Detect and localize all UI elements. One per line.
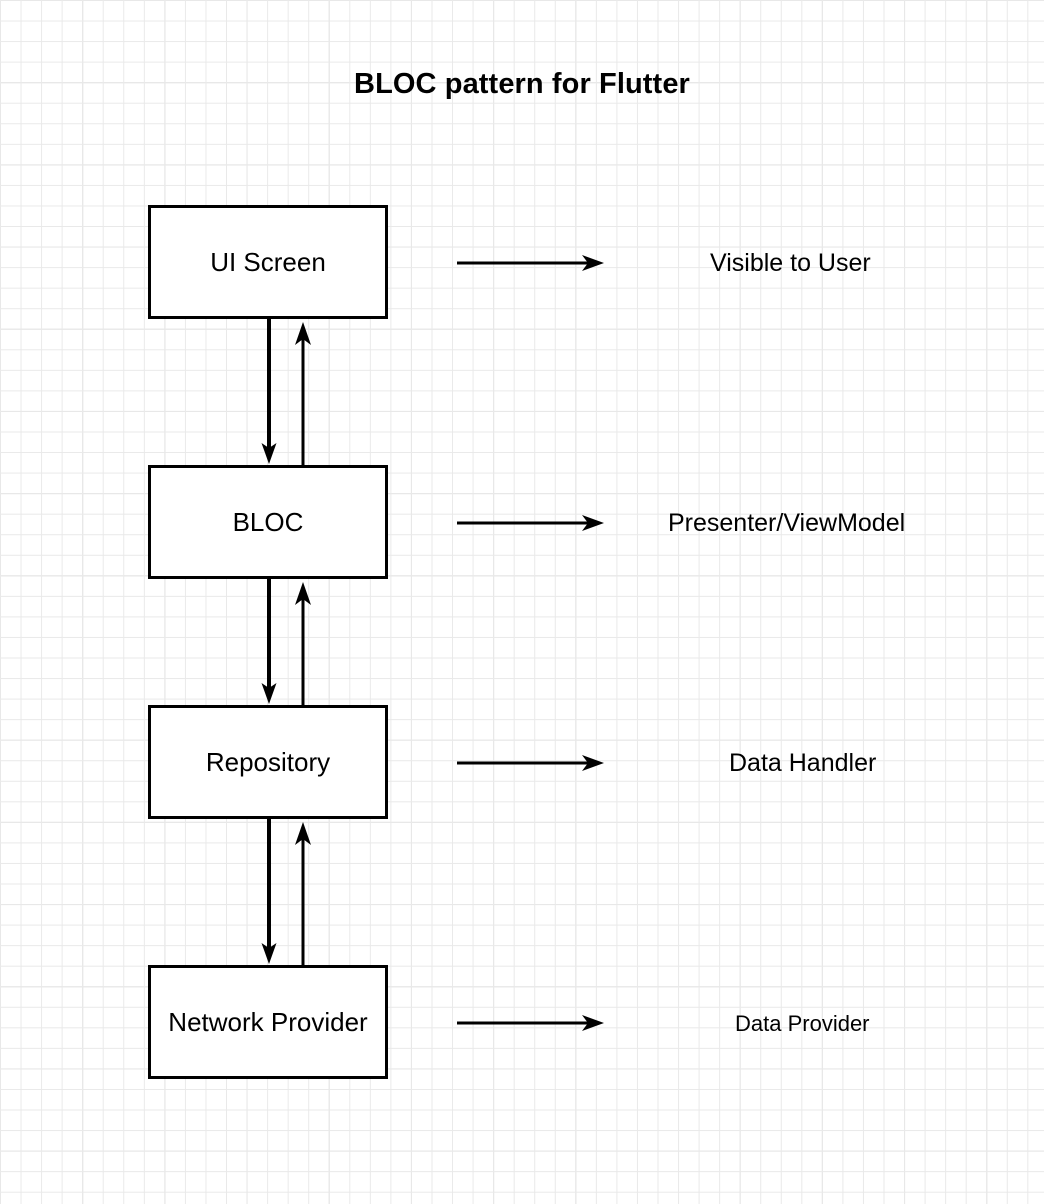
node-repository[interactable]: Repository [148, 705, 388, 819]
node-network-provider[interactable]: Network Provider [148, 965, 388, 1079]
node-label: BLOC [232, 507, 304, 537]
side-label-presenter-viewmodel: Presenter/ViewModel [668, 509, 906, 537]
arrow-right-icon [457, 1013, 605, 1033]
connector-ui-screen-bloc [258, 319, 311, 465]
connector-repository-network-provider [258, 819, 311, 965]
node-bloc[interactable]: BLOC [148, 465, 388, 579]
connector-bloc-repository [258, 579, 311, 705]
side-label-data-handler: Data Handler [729, 749, 877, 777]
page-title: BLOC pattern for Flutter [354, 68, 690, 100]
side-label-data-provider: Data Provider [735, 1011, 870, 1036]
arrow-right-icon [457, 753, 605, 773]
node-label: UI Screen [210, 247, 326, 277]
node-label: Network Provider [168, 1007, 368, 1037]
arrow-right-icon [457, 253, 605, 273]
arrow-right-icon [457, 513, 605, 533]
node-ui-screen[interactable]: UI Screen [148, 205, 388, 319]
side-label-visible-to-user: Visible to User [710, 249, 871, 277]
node-label: Repository [205, 747, 331, 777]
